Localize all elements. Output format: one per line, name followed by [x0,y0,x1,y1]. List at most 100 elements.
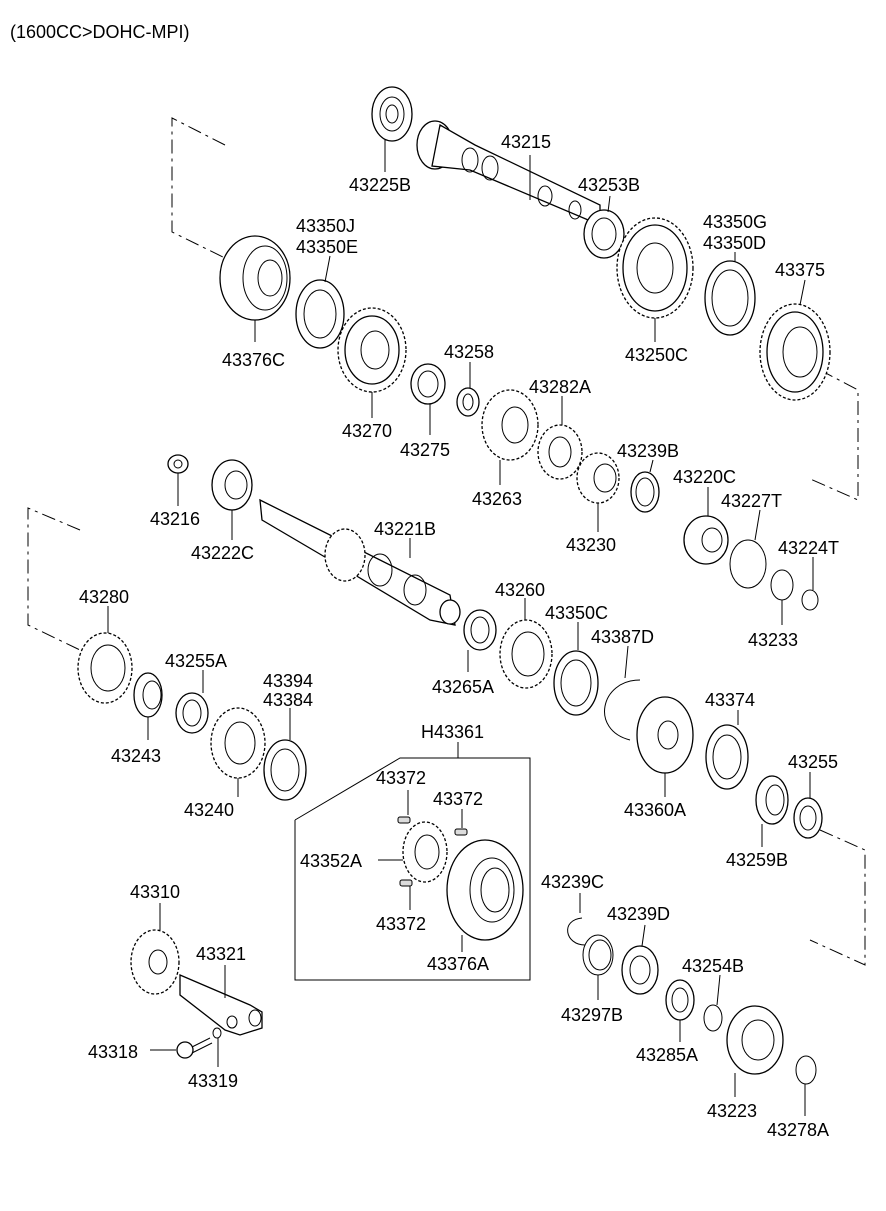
part-43278a-ring [795,1055,817,1085]
label-43319: 43319 [188,1071,238,1091]
part-43285a-needle-bearing [665,979,695,1021]
label-43275: 43275 [400,440,450,460]
label-43375: 43375 [775,260,825,280]
part-43222c-bearing [211,459,253,511]
label-43374: 43374 [705,690,755,710]
label-43352a: 43352A [300,851,362,871]
label-43372-top: 43372 [376,768,426,788]
label-43270: 43270 [342,421,392,441]
part-43376a-sleeve [446,839,524,941]
part-43350j-synchro-ring [295,279,345,349]
label-43297b: 43297B [561,1005,623,1025]
label-43255: 43255 [788,752,838,772]
part-43350g-synchro-ring [704,260,756,336]
label-43350g: 43350G [703,212,767,232]
label-43222c: 43222C [191,543,254,563]
label-43384: 43384 [263,690,313,710]
part-43352a-hub [402,821,448,883]
part-43253b-needle-bearing [583,209,625,259]
label-43350c: 43350C [545,603,608,623]
label-43221b: 43221B [374,519,436,539]
label-43310: 43310 [130,882,180,902]
label-43258: 43258 [444,342,494,362]
label-43394: 43394 [263,671,313,691]
label-43350d: 43350D [703,233,766,253]
part-43258-spacer [456,387,480,417]
label-43372-right: 43372 [433,789,483,809]
label-43216: 43216 [150,509,200,529]
part-43215-input-shaft [416,120,601,226]
group-h43361-box [294,742,531,981]
label-43321: 43321 [196,944,246,964]
part-43375-sleeve-gear [759,303,831,401]
part-43275-needle-bearing [410,363,446,405]
guide-lines [27,117,866,966]
label-43215: 43215 [501,132,551,152]
part-43319-washer [212,1027,222,1039]
label-43376a: 43376A [427,954,489,974]
part-43350c-synchro-ring [553,650,599,716]
part-43221b-output-shaft [259,498,461,626]
label-43260: 43260 [495,580,545,600]
part-43376c-hub [219,235,291,321]
label-43223: 43223 [707,1101,757,1121]
part-43280-gear [77,632,133,704]
label-43230: 43230 [566,535,616,555]
label-43350j: 43350J [296,216,355,236]
label-43376c: 43376C [222,350,285,370]
part-43239c-clip [567,917,586,946]
label-43387d: 43387D [591,627,654,647]
label-43233: 43233 [748,630,798,650]
part-43224t-ring [801,589,819,611]
part-43230-gear [576,452,620,504]
label-43254b: 43254B [682,956,744,976]
label-43225b: 43225B [349,175,411,195]
label-43350e: 43350E [296,237,358,257]
part-43372-keys [397,816,468,887]
label-43259b: 43259B [726,850,788,870]
part-43233-ring [770,569,794,601]
part-43384-synchro-ring [263,739,307,801]
part-43250c-gear [616,217,694,319]
part-43243-sleeve [133,672,163,718]
label-43239b: 43239B [617,441,679,461]
label-43250c: 43250C [625,345,688,365]
part-43360a-hub [636,696,694,774]
part-43227t-snap-ring [729,539,767,589]
part-43387d-key-spring [604,679,641,741]
part-43220c-bearing [683,515,729,565]
label-43239d: 43239D [607,904,670,924]
part-43239b-sleeve [630,471,660,513]
part-43223-bearing [726,1005,784,1075]
part-43310-gear [130,929,180,995]
label-43224t: 43224T [778,538,839,558]
label-43239c: 43239C [541,872,604,892]
part-43254b-ring [703,1004,723,1032]
part-43265a-needle-bearing [463,609,497,651]
part-43321-shaft-housing [179,974,263,1036]
part-43259b-sleeve [755,775,789,825]
part-43239d-sleeve [621,945,659,995]
part-43270-gear [337,307,407,393]
label-43265a: 43265A [432,677,494,697]
part-43255a-needle-bearing [175,692,209,734]
part-43255-needle-bearing [793,797,823,839]
part-43240-gear [210,707,266,779]
label-43280: 43280 [79,587,129,607]
label-43243: 43243 [111,746,161,766]
part-43374-synchro-ring [705,724,749,790]
part-labels: 43225B 43215 43253B 43350J 43350E 43350G… [79,132,839,1140]
label-43255a: 43255A [165,651,227,671]
engine-spec-header: (1600CC>DOHC-MPI) [10,22,190,42]
label-43372-bottom: 43372 [376,914,426,934]
label-43227t: 43227T [721,491,782,511]
part-43263-gear [481,389,539,461]
part-43297b-ring [582,934,614,976]
label-h43361: H43361 [421,722,484,742]
label-43240: 43240 [184,800,234,820]
part-43216-nut [167,454,189,474]
label-43282a: 43282A [529,377,591,397]
label-43253b: 43253B [578,175,640,195]
